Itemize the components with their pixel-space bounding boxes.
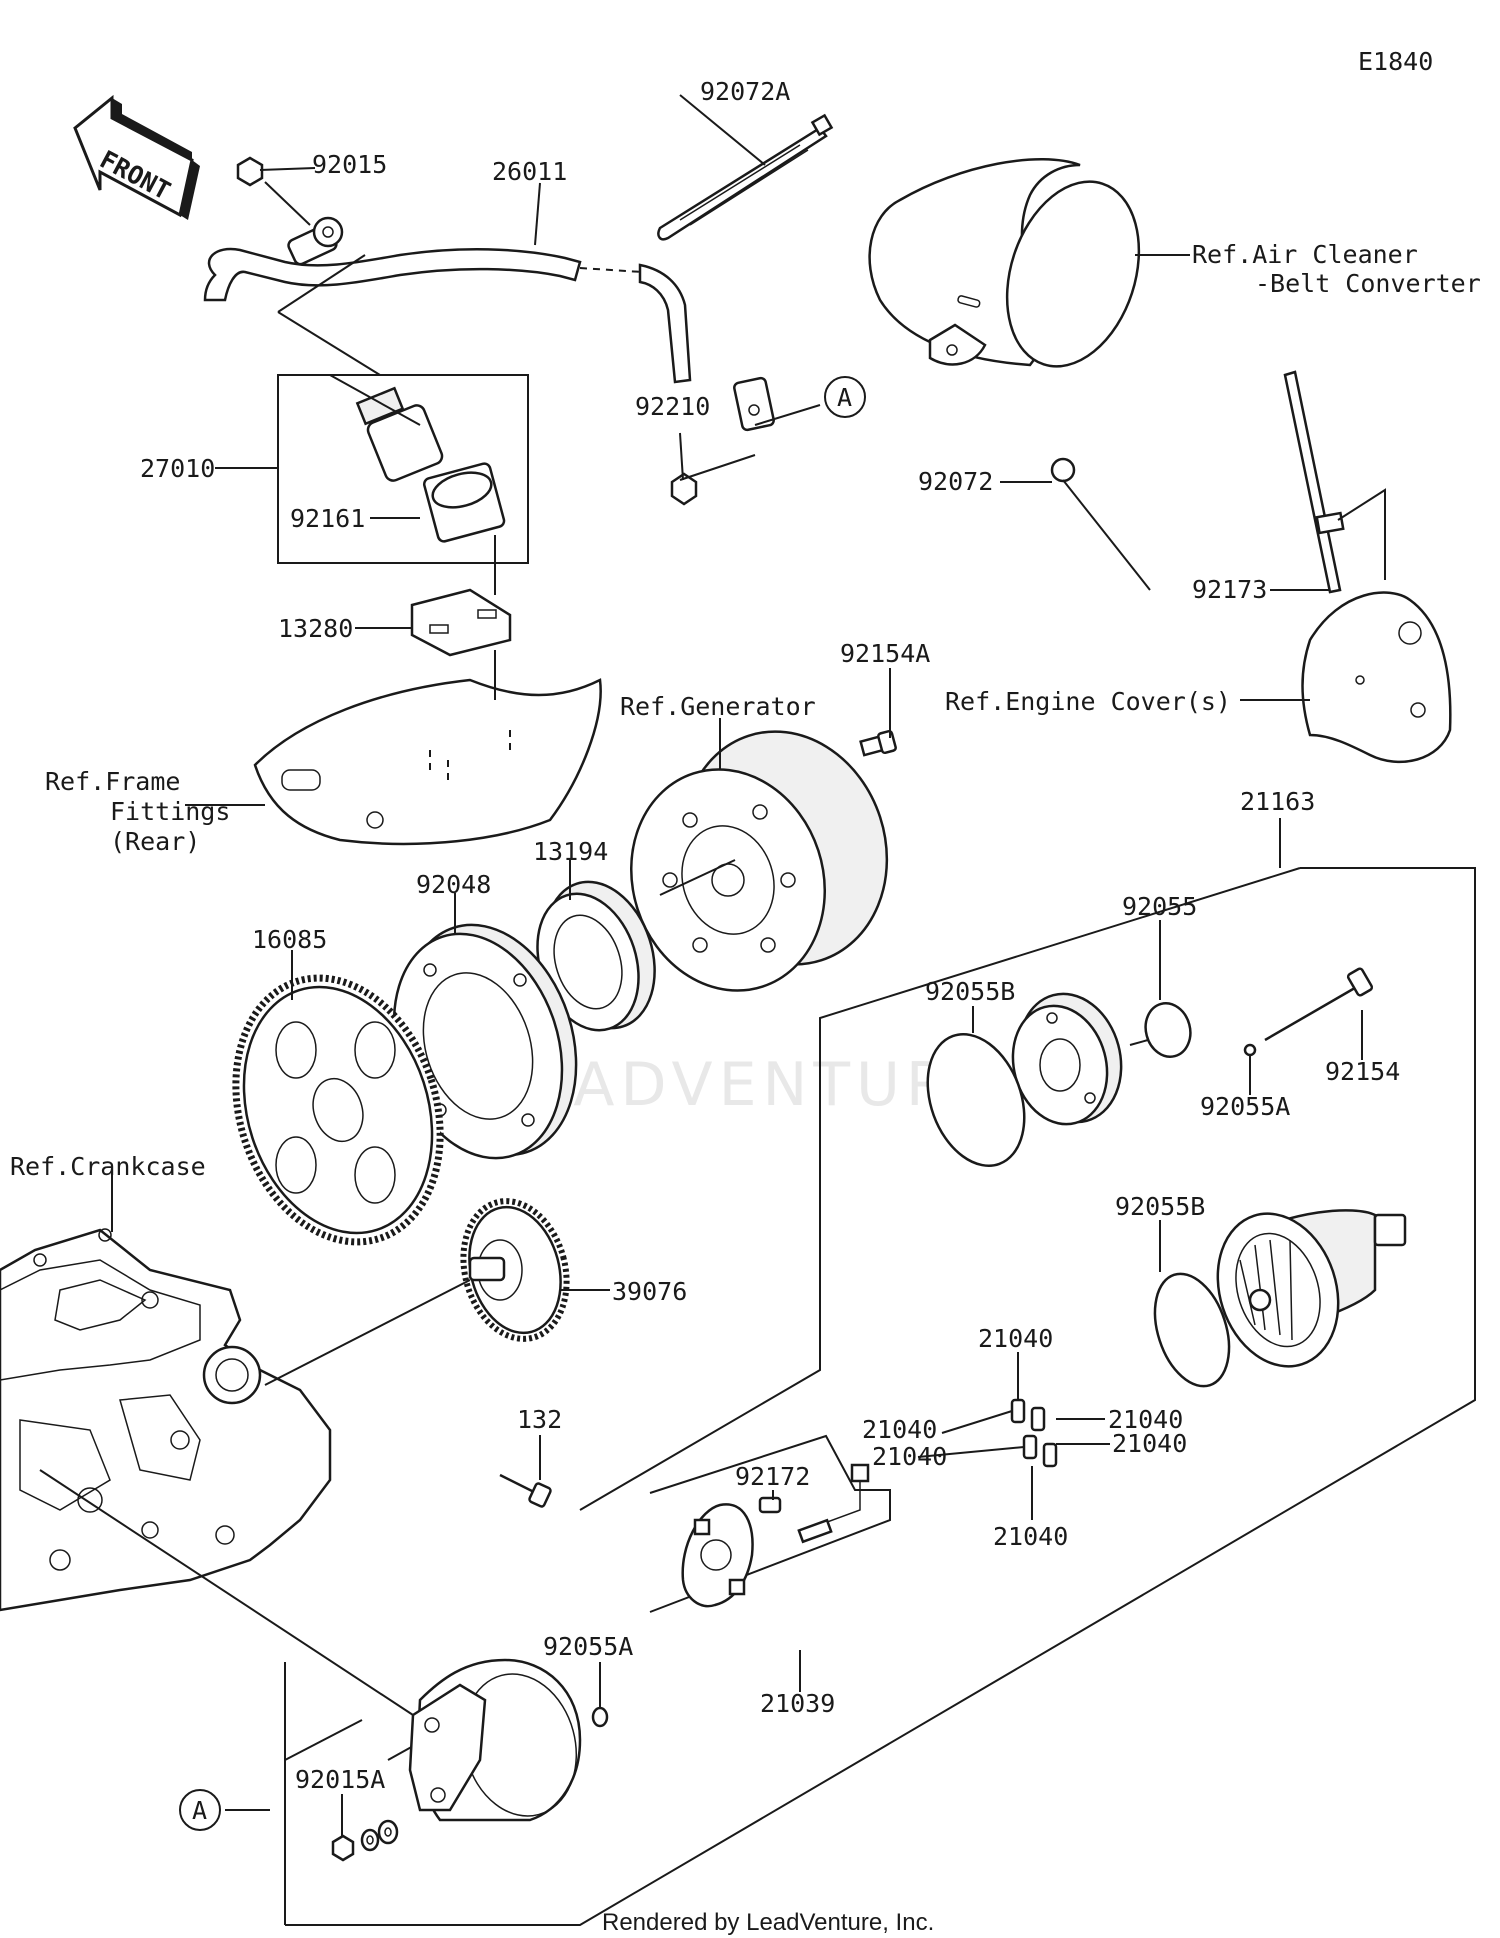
- bolt-92154: [1264, 967, 1374, 1042]
- label-92015A: 92015A: [295, 1765, 385, 1794]
- label-132: 132: [517, 1405, 562, 1434]
- label-39076: 39076: [612, 1277, 687, 1306]
- footer-credit: Rendered by LeadVenture, Inc.: [602, 1909, 934, 1936]
- diagram-code: E1840: [1358, 47, 1433, 76]
- screw-92172: [758, 1496, 782, 1514]
- brush-holder-21039: [681, 1503, 754, 1608]
- label-92015: 92015: [312, 150, 387, 179]
- label-92173: 92173: [1192, 575, 1267, 604]
- ref-air-cleaner-1: Ref.Air Cleaner: [1192, 240, 1418, 269]
- label-26011: 26011: [492, 157, 567, 186]
- callout-a-top-label: A: [837, 383, 852, 412]
- ref-air-cleaner-2: -Belt Converter: [1255, 269, 1481, 298]
- ref-frame-2: Fittings: [110, 797, 230, 826]
- ref-generator: Ref.Generator: [620, 692, 816, 721]
- starter-front-cover: [1011, 992, 1123, 1126]
- front-arrow-icon: [73, 94, 200, 220]
- nut-92015A: [331, 1834, 355, 1862]
- air-cleaner-duct: [868, 158, 1141, 368]
- idle-gear-39076: [460, 1198, 570, 1342]
- starter-armature: [1216, 1209, 1407, 1368]
- callout-a-top: [824, 376, 866, 418]
- nut-92015: [236, 156, 264, 187]
- o-ring-92055B-mid: [1153, 1272, 1231, 1388]
- crankcase-ref: [0, 1228, 332, 1612]
- label-21163: 21163: [1240, 787, 1315, 816]
- label-13194: 13194: [533, 837, 608, 866]
- label-21040-r2: 21040: [1112, 1429, 1187, 1458]
- label-92055B-mid: 92055B: [1115, 1192, 1205, 1221]
- relay-cover-92161: [422, 462, 506, 543]
- brushes-21040: [1010, 1398, 1058, 1468]
- label-92048: 92048: [416, 870, 491, 899]
- label-27010: 27010: [140, 454, 215, 483]
- ref-frame-1: Ref.Frame: [45, 767, 180, 796]
- label-13280: 13280: [278, 614, 353, 643]
- washer-2: [377, 1819, 399, 1845]
- starter-gear-16085: [232, 974, 444, 1246]
- nut-92210: [670, 472, 698, 506]
- starter-cable-26011: [203, 216, 775, 432]
- generator-rotor: [629, 730, 889, 992]
- one-way-clutch-13194: [536, 880, 656, 1032]
- ref-frame-3: (Rear): [110, 827, 200, 856]
- frame-fittings-ref: [253, 678, 602, 846]
- label-92055: 92055: [1122, 892, 1197, 921]
- callout-a-bottom: [179, 1789, 221, 1831]
- brush-holder-box-21039: [649, 1434, 891, 1613]
- label-92210: 92210: [635, 392, 710, 421]
- engine-cover-ref: [1301, 591, 1452, 764]
- leader-lines: [39, 94, 1386, 1836]
- starter-motor-box-21163: [285, 867, 1476, 1926]
- starter-relay: [355, 386, 444, 482]
- label-92055B-top: 92055B: [925, 977, 1015, 1006]
- label-21040-l1: 21040: [862, 1415, 937, 1444]
- bracket-13280: [410, 588, 512, 657]
- starter-rear-cover: [408, 1658, 582, 1822]
- ref-engine-cover: Ref.Engine Cover(s): [945, 687, 1231, 716]
- label-92055A-right: 92055A: [1200, 1092, 1290, 1121]
- ref-crankcase: Ref.Crankcase: [10, 1152, 206, 1181]
- label-92055A-left: 92055A: [543, 1632, 633, 1661]
- o-ring-92055A-left: [591, 1706, 609, 1728]
- label-92154: 92154: [1325, 1057, 1400, 1086]
- o-ring-92055B-top: [926, 1033, 1026, 1167]
- label-21039: 21039: [760, 1689, 835, 1718]
- o-ring-92055: [1144, 1002, 1192, 1058]
- terminal-lead: [797, 1463, 870, 1544]
- label-92172: 92172: [735, 1462, 810, 1491]
- washer-92055A-right: [1243, 1043, 1257, 1057]
- label-21040-bottom: 21040: [993, 1522, 1068, 1551]
- label-92161: 92161: [290, 504, 365, 533]
- label-92154A: 92154A: [840, 639, 930, 668]
- bolt-92154A: [859, 729, 897, 757]
- label-21040-r1: 21040: [1108, 1405, 1183, 1434]
- bolt-132: [499, 1473, 552, 1508]
- label-92072: 92072: [918, 467, 993, 496]
- label-21040-top: 21040: [978, 1324, 1053, 1353]
- washer-1: [360, 1828, 380, 1852]
- label-16085: 16085: [252, 925, 327, 954]
- label-92072A: 92072A: [700, 77, 790, 106]
- bolt-92072: [1050, 457, 1151, 591]
- cable-tie-92072A: [657, 113, 834, 241]
- label-21040-l2: 21040: [872, 1442, 947, 1471]
- callout-a-bottom-label: A: [192, 1796, 207, 1825]
- cable-tie-92173: [1283, 370, 1345, 594]
